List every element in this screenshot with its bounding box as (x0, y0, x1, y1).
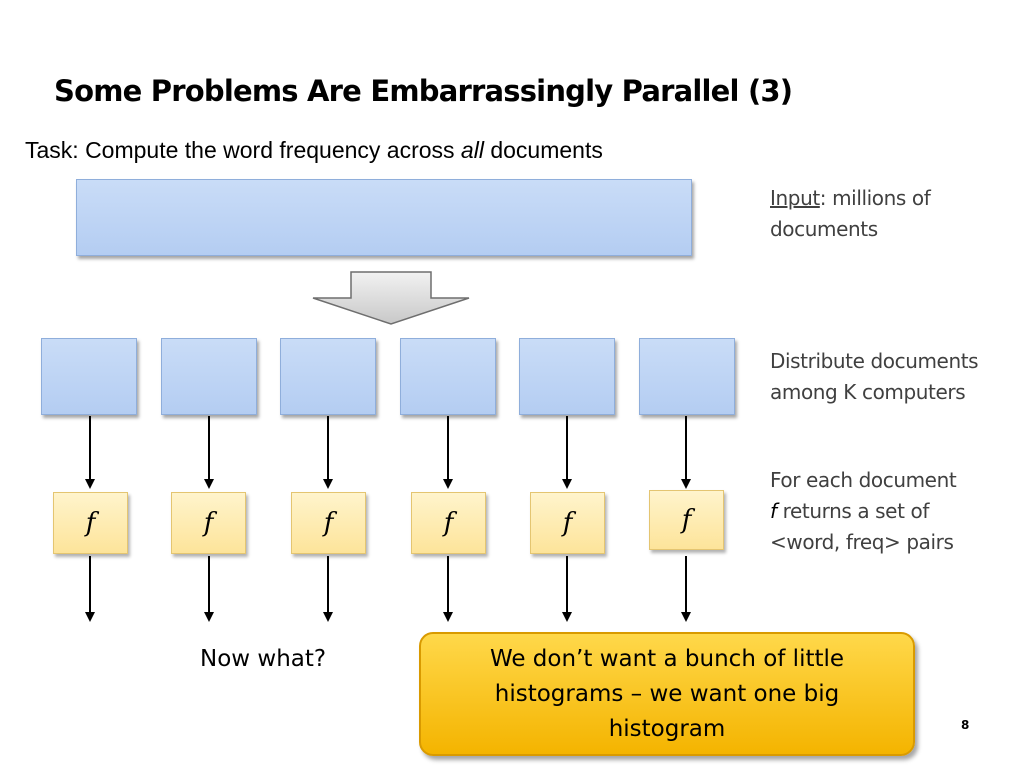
worker-document-box-4 (400, 338, 496, 415)
foreach-line-2-text: returns a set of (776, 499, 930, 523)
task-prefix: Task: Compute the word frequency across (25, 137, 461, 163)
function-box-1: f (53, 492, 128, 554)
all-documents-box (76, 179, 692, 256)
distribute-block-arrow (312, 271, 470, 325)
histogram-callout: We don’t want a bunch of little histogra… (419, 632, 915, 756)
callout-text: We don’t want a bunch of little histogra… (489, 645, 845, 742)
worker-document-box-6 (639, 338, 735, 415)
task-suffix: documents (483, 137, 603, 163)
worker-document-box-1 (41, 338, 137, 415)
function-box-6: f (649, 490, 724, 550)
function-box-2: f (171, 492, 246, 554)
input-label: Input (770, 186, 820, 210)
now-what-question: Now what? (200, 646, 327, 672)
foreach-f: f (770, 499, 777, 523)
function-box-3: f (291, 492, 366, 554)
foreach-line-3: <word, freq> pairs (770, 530, 954, 554)
function-box-5: f (530, 492, 605, 554)
worker-document-box-2 (161, 338, 257, 415)
distribute-text: Distribute documents among K computers (770, 349, 979, 404)
page-number: 8 (961, 718, 970, 732)
distribute-note: Distribute documents among K computers (770, 346, 1024, 408)
worker-document-box-5 (519, 338, 615, 415)
input-text: : millions of documents (770, 186, 931, 241)
task-emphasis: all (460, 137, 484, 163)
foreach-note: For each document f returns a set of <wo… (770, 465, 1020, 558)
input-note: Input: millions of documents (770, 183, 1000, 245)
slide-title: Some Problems Are Embarrassingly Paralle… (54, 74, 793, 108)
worker-document-box-3 (280, 338, 376, 415)
foreach-line-1: For each document (770, 468, 957, 492)
foreach-line-2: f returns a set of (770, 496, 1020, 527)
task-statement: Task: Compute the word frequency across … (25, 137, 603, 164)
function-box-4: f (411, 492, 486, 554)
